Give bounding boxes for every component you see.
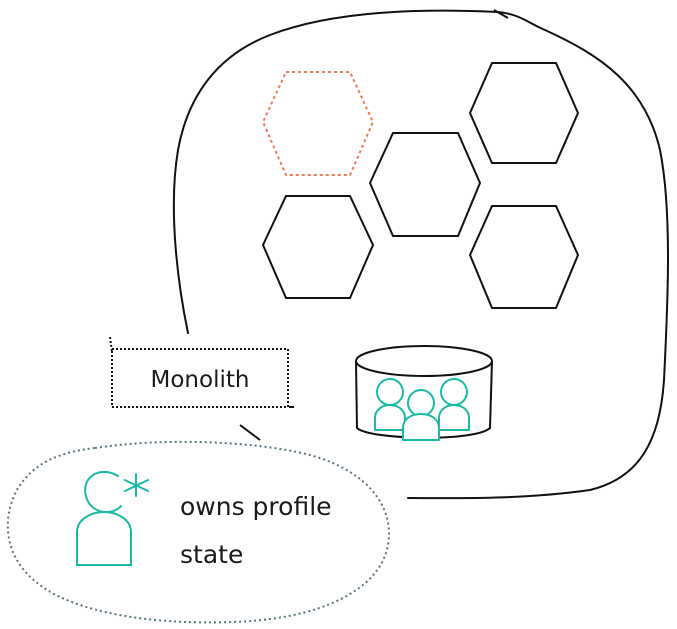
service-hexagon [468,205,580,309]
monolith-label-box: Monolith [109,336,294,408]
note-line-2: state [180,540,243,569]
monolith-label: Monolith [151,367,250,393]
boundary-tail [493,9,509,19]
monolith-boundary [172,9,669,500]
note-line-1: owns profile [180,492,332,521]
service-hexagon-highlighted [261,71,375,176]
service-hexagon [368,132,482,237]
user-group-icon [374,378,470,441]
note-bubble [6,440,390,624]
user-star-icon [76,470,149,566]
service-hexagon [261,195,375,299]
service-hexagon [468,62,580,164]
connector-line [239,424,261,441]
